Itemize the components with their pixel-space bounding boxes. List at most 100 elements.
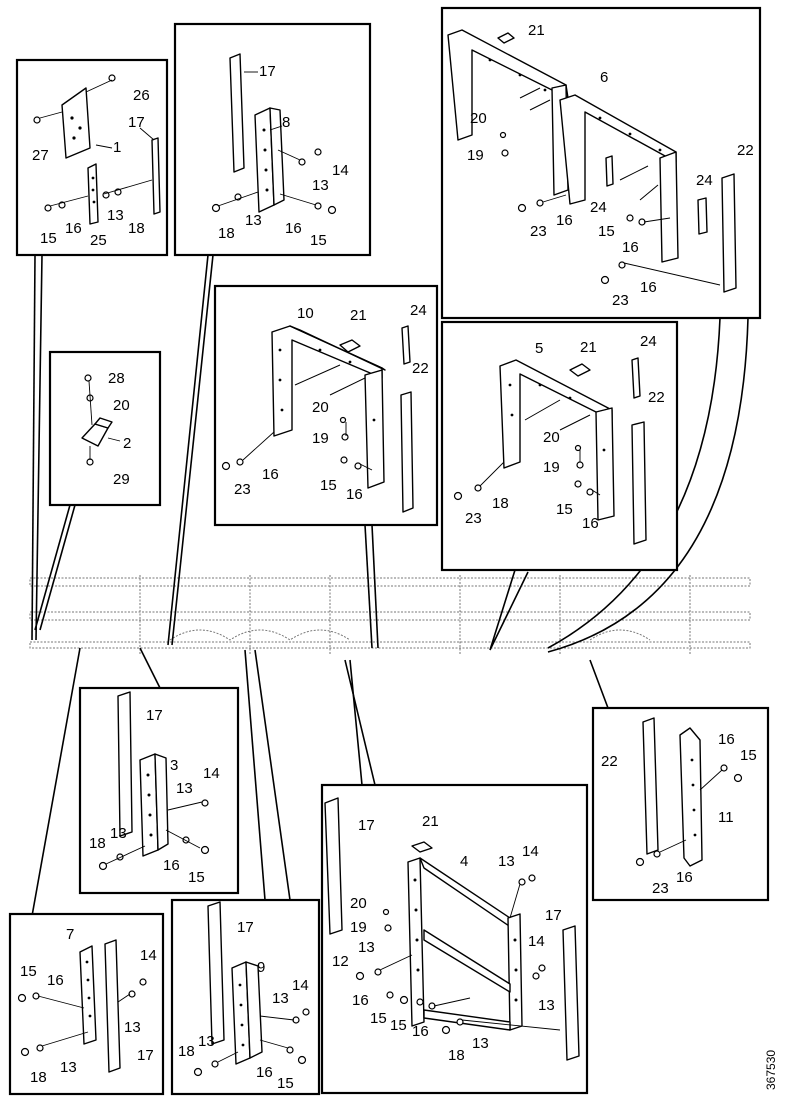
label-15: 15 [598, 223, 615, 240]
box-bracket-2 [48, 350, 162, 507]
label-15: 15 [320, 477, 337, 494]
label-16: 16 [65, 220, 82, 237]
label-18: 18 [89, 835, 106, 852]
label-14: 14 [292, 977, 309, 994]
label-24: 24 [410, 302, 427, 319]
label-13: 13 [312, 177, 329, 194]
label-18: 18 [218, 225, 235, 242]
label-4: 4 [460, 853, 468, 870]
label-11: 11 [718, 809, 734, 826]
label-13: 13 [176, 780, 193, 797]
label-20: 20 [113, 397, 130, 414]
label-3: 3 [170, 757, 178, 774]
label-19: 19 [467, 147, 484, 164]
label-15: 15 [556, 501, 573, 518]
label-19: 19 [350, 919, 367, 936]
label-15: 15 [20, 963, 37, 980]
box-frame-4 [320, 783, 589, 1095]
label-16: 16 [352, 992, 369, 1009]
label-16: 16 [47, 972, 64, 989]
label-22: 22 [648, 389, 665, 406]
label-6: 6 [600, 69, 608, 86]
label-16: 16 [163, 857, 180, 874]
label-17: 17 [358, 817, 375, 834]
part-labels: 26 27 1 17 13 18 15 16 25 17 8 14 13 18 … [20, 22, 757, 1092]
label-28: 28 [108, 370, 125, 387]
label-20: 20 [470, 110, 487, 127]
label-13: 13 [498, 853, 515, 870]
label-16: 16 [718, 731, 735, 748]
label-13: 13 [124, 1019, 141, 1036]
label-17: 17 [146, 707, 163, 724]
label-13: 13 [472, 1035, 489, 1052]
label-13: 13 [107, 207, 124, 224]
label-16: 16 [256, 1064, 273, 1081]
label-8: 8 [282, 114, 290, 131]
box-bracket-3 [78, 686, 240, 895]
label-14: 14 [522, 843, 539, 860]
box-bracket-7 [8, 912, 165, 1096]
label-22: 22 [601, 753, 618, 770]
label-14: 14 [203, 765, 220, 782]
label-16: 16 [262, 466, 279, 483]
label-15: 15 [310, 232, 327, 249]
label-26: 26 [133, 87, 150, 104]
label-24: 24 [696, 172, 713, 189]
label-17: 17 [237, 919, 254, 936]
label-20: 20 [312, 399, 329, 416]
label-20: 20 [543, 429, 560, 446]
label-23: 23 [612, 292, 629, 309]
label-5: 5 [535, 340, 543, 357]
label-18: 18 [492, 495, 509, 512]
label-16: 16 [582, 515, 599, 532]
box-bracket-11 [591, 706, 770, 902]
label-13: 13 [538, 997, 555, 1014]
label-16: 16 [285, 220, 302, 237]
label-23: 23 [465, 510, 482, 527]
label-15: 15 [740, 747, 757, 764]
label-18: 18 [30, 1069, 47, 1086]
label-16: 16 [346, 486, 363, 503]
label-14: 14 [332, 162, 349, 179]
label-22: 22 [737, 142, 754, 159]
label-24: 24 [590, 199, 607, 216]
label-21: 21 [580, 339, 597, 356]
label-21: 21 [422, 813, 439, 830]
label-18: 18 [178, 1043, 195, 1060]
label-16: 16 [412, 1023, 429, 1040]
label-18: 18 [448, 1047, 465, 1064]
box-bracket-9 [170, 898, 321, 1096]
label-24: 24 [640, 333, 657, 350]
box-frame-6 [440, 6, 762, 320]
label-2: 2 [123, 435, 131, 452]
label-13: 13 [245, 212, 262, 229]
label-19: 19 [312, 430, 329, 447]
label-21: 21 [350, 307, 367, 324]
label-13: 13 [198, 1033, 215, 1050]
label-17: 17 [545, 907, 562, 924]
label-17: 17 [137, 1047, 154, 1064]
label-15: 15 [370, 1010, 387, 1027]
box-frame-5 [440, 320, 679, 572]
chassis-frame [29, 575, 751, 655]
label-12: 12 [332, 953, 349, 970]
label-23: 23 [530, 223, 547, 240]
box-bracket-8 [173, 22, 372, 257]
label-16: 16 [676, 869, 693, 886]
label-17: 17 [259, 63, 276, 80]
label-15: 15 [390, 1017, 407, 1034]
label-23: 23 [652, 880, 669, 897]
label-13: 13 [110, 825, 127, 842]
box-frame-10 [213, 284, 439, 527]
label-25: 25 [90, 232, 107, 249]
label-22: 22 [412, 360, 429, 377]
label-17: 17 [128, 114, 145, 131]
label-14: 14 [528, 933, 545, 950]
box-bracket-1 [15, 58, 169, 257]
label-14: 14 [140, 947, 157, 964]
label-13: 13 [272, 990, 289, 1007]
drawing-code: 367530 [764, 1050, 778, 1090]
label-23: 23 [234, 481, 251, 498]
label-27: 27 [32, 147, 49, 164]
